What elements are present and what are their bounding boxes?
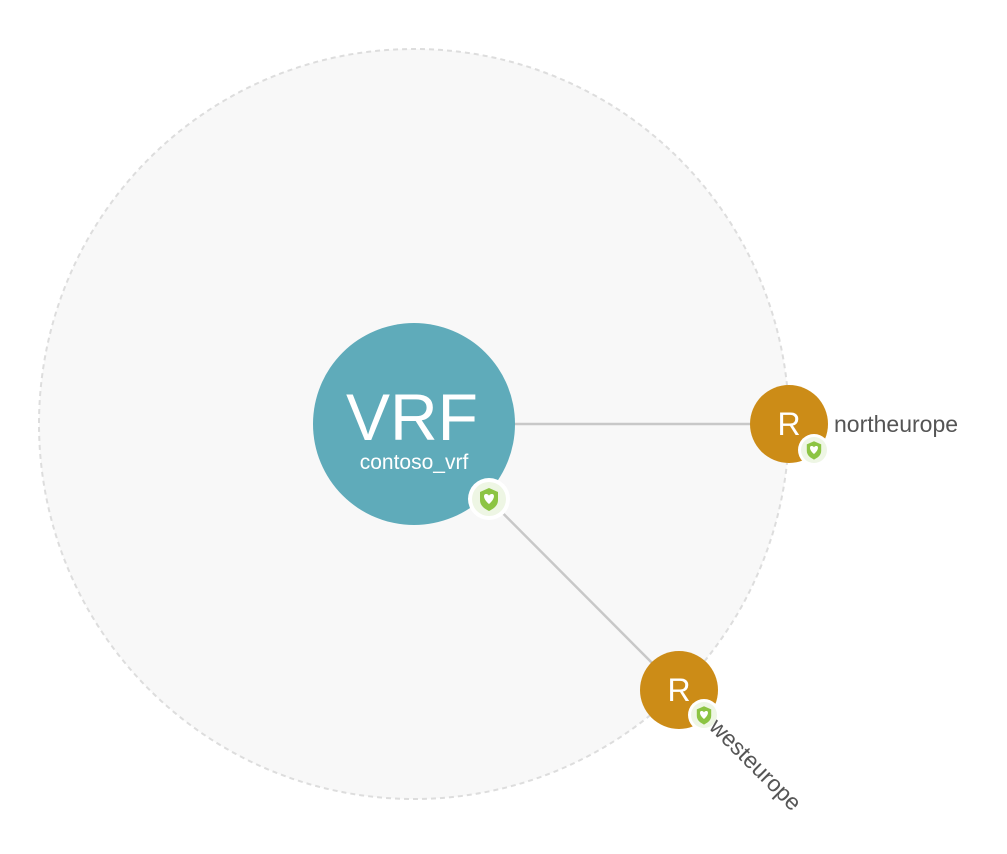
region-letter: R: [777, 406, 800, 442]
region-node-westeurope[interactable]: R westeurope: [640, 651, 807, 816]
region-label: westeurope: [704, 712, 807, 815]
vrf-hub-title: VRF: [346, 380, 478, 454]
shield-heart-icon: [468, 478, 510, 520]
region-node-northeurope[interactable]: R northeurope: [750, 385, 958, 466]
shield-heart-icon: [688, 699, 720, 731]
vrf-hub-node[interactable]: VRF contoso_vrf: [313, 323, 515, 525]
vrf-hub-name: contoso_vrf: [360, 451, 469, 474]
region-letter: R: [667, 672, 690, 708]
region-label: northeurope: [834, 411, 958, 437]
shield-heart-icon: [798, 434, 830, 466]
